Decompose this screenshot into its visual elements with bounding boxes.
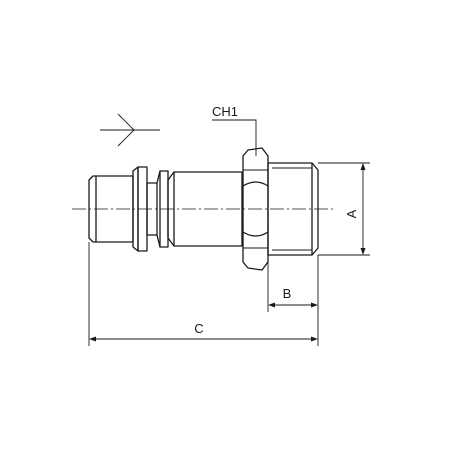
flow-direction-arrow-icon (100, 113, 160, 147)
threaded-end (267, 162, 319, 256)
ch1-leader: CH1 (212, 104, 257, 156)
dimension-c: C (88, 242, 319, 346)
hex-nut (242, 147, 269, 271)
dimension-c-label: C (194, 321, 203, 336)
dimension-b: B (267, 255, 319, 312)
dimension-b-label: B (283, 286, 292, 301)
dimension-a-label: A (344, 209, 359, 218)
ch1-label: CH1 (212, 104, 238, 119)
dimension-a: A (318, 162, 370, 256)
